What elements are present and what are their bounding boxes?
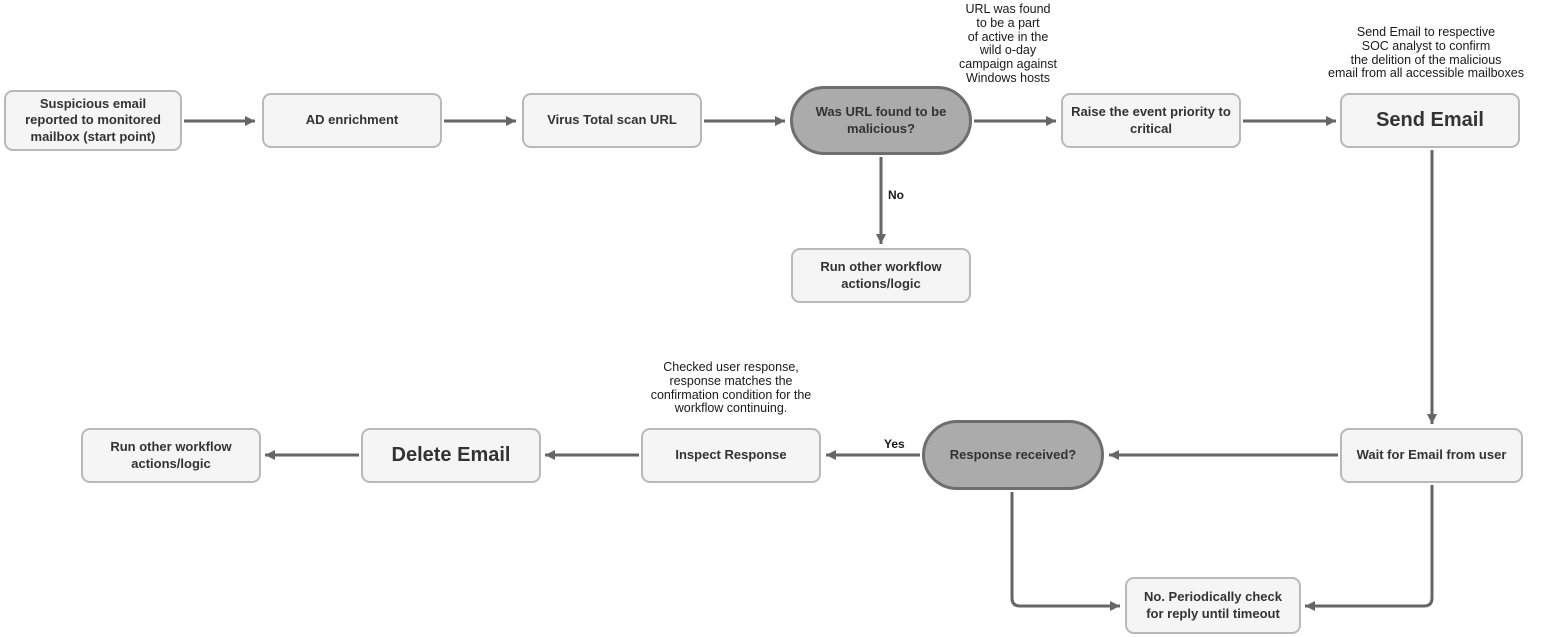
node-start[interactable]: Suspicious email reported to monitored m…: [4, 90, 182, 151]
node-run-other-workflow-top-label: Run other workflow actions/logic: [820, 259, 942, 291]
node-start-label: Suspicious email reported to monitored m…: [25, 96, 161, 144]
node-run-other-workflow-bottom-label: Run other workflow actions/logic: [110, 439, 232, 471]
node-delete-email[interactable]: Delete Email: [361, 428, 541, 483]
edge-decision2-to-periodic: [1010, 492, 1120, 611]
annotation-soc-confirm: Send Email to respective SOC analyst to …: [1328, 25, 1524, 81]
node-inspect-response[interactable]: Inspect Response: [641, 428, 821, 483]
annotation-zero-day-campaign: URL was found to be a part of active in …: [959, 2, 1057, 85]
node-ad-enrichment[interactable]: AD enrichment: [262, 93, 442, 148]
node-periodic-check-label: No. Periodically check for reply until t…: [1143, 589, 1282, 621]
node-run-other-workflow-top[interactable]: Run other workflow actions/logic: [791, 248, 971, 303]
node-wait-for-email[interactable]: Wait for Email from user: [1340, 428, 1523, 483]
node-ad-enrichment-label: AD enrichment: [305, 112, 399, 128]
edge-label-no: No: [888, 188, 904, 202]
annotation-checked-response: Checked user response, response matches …: [650, 360, 812, 416]
node-virus-total-label: Virus Total scan URL: [547, 112, 677, 128]
node-send-email-label: Send Email: [1376, 109, 1484, 131]
node-decision-url-malicious[interactable]: Was URL found to be malicious?: [790, 86, 972, 155]
node-run-other-workflow-bottom[interactable]: Run other workflow actions/logic: [81, 428, 261, 483]
edge-wait-to-periodic: [1305, 485, 1434, 611]
node-raise-priority-label: Raise the event priority to critical: [1071, 104, 1231, 136]
node-send-email[interactable]: Send Email: [1340, 93, 1520, 148]
node-inspect-response-label: Inspect Response: [675, 447, 787, 463]
node-periodic-check[interactable]: No. Periodically check for reply until t…: [1125, 577, 1301, 634]
node-wait-for-email-label: Wait for Email from user: [1356, 447, 1507, 463]
node-decision-url-malicious-label: Was URL found to be malicious?: [815, 104, 947, 136]
node-delete-email-label: Delete Email: [391, 444, 511, 466]
node-decision-response-received[interactable]: Response received?: [922, 420, 1104, 490]
node-decision-response-received-label: Response received?: [949, 446, 1077, 462]
node-raise-priority[interactable]: Raise the event priority to critical: [1061, 93, 1241, 148]
edge-label-yes: Yes: [884, 437, 905, 451]
node-virus-total[interactable]: Virus Total scan URL: [522, 93, 702, 148]
